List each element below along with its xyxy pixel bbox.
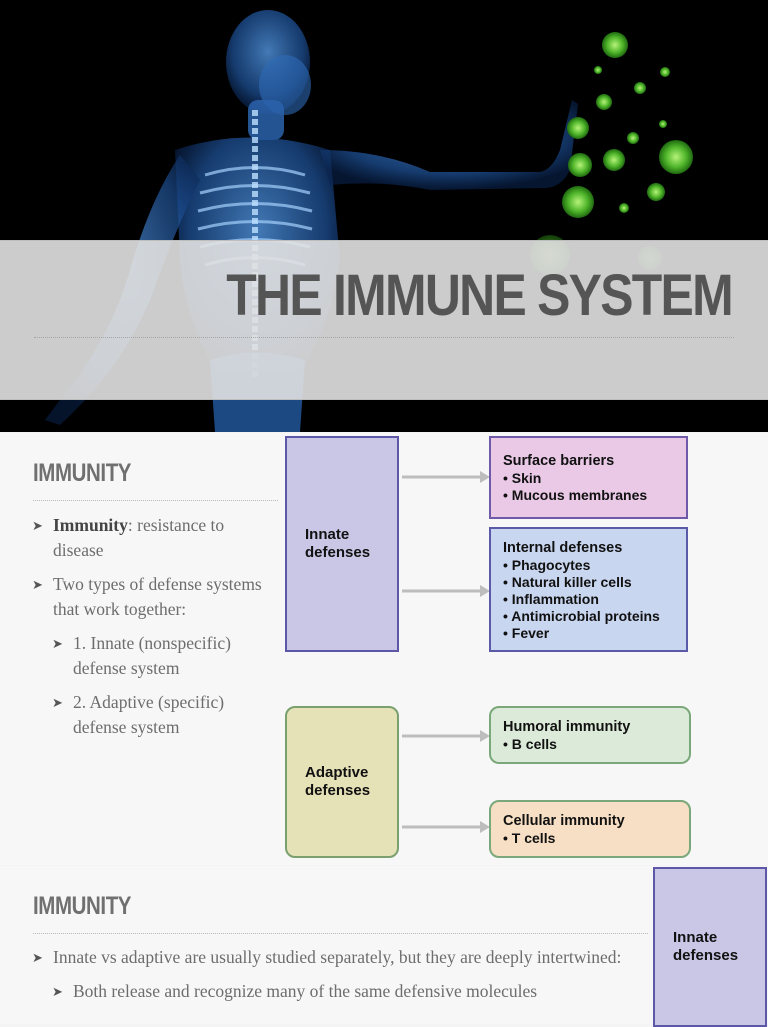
adaptive-defenses-label: Adaptive defenses [305, 764, 371, 799]
title-divider [34, 337, 734, 338]
internal-defenses-box: Internal defenses • Phagocytes • Natural… [489, 527, 688, 652]
heading-divider [33, 933, 648, 934]
sub-bullet-item: ➤ 2. Adaptive (specific) defense system [52, 690, 267, 740]
bullet-list: ➤ Innate vs adaptive are usually studied… [32, 945, 622, 1013]
sub-bullet-item: ➤ 1. Innate (nonspecific) defense system [52, 631, 267, 681]
bullet-arrow-icon: ➤ [32, 950, 43, 965]
internal-defenses-item: • Phagocytes [503, 557, 591, 573]
surface-barriers-box: Surface barriers • Skin • Mucous membran… [489, 436, 688, 519]
bullet-arrow-icon: ➤ [32, 577, 43, 592]
surface-barriers-title: Surface barriers [503, 453, 615, 469]
section-heading: IMMUNITY [33, 459, 132, 487]
extended-arm-shape [320, 100, 578, 190]
internal-defenses-item: • Natural killer cells [503, 574, 632, 590]
bullet-item: ➤ Innate vs adaptive are usually studied… [32, 945, 622, 970]
bullet-term: Immunity [53, 515, 128, 535]
cellular-immunity-item: • T cells [503, 830, 556, 846]
virus-particles [530, 32, 693, 275]
bullet-item: ➤ Two types of defense systems that work… [32, 572, 267, 622]
surface-barriers-item: • Skin [503, 470, 542, 486]
internal-defenses-item: • Antimicrobial proteins [503, 608, 660, 624]
innate-defenses-box: Innate defenses [653, 867, 767, 1027]
bullet-arrow-icon: ➤ [32, 518, 43, 533]
innate-defenses-box: Innate defenses [285, 436, 399, 652]
bullet-list: ➤ Immunity: resistance to disease ➤ Two … [32, 513, 267, 749]
immunity-slide: IMMUNITY ➤ Immunity: resistance to disea… [0, 433, 768, 865]
internal-defenses-item: • Fever [503, 625, 550, 641]
bullet-item: ➤ Immunity: resistance to disease [32, 513, 267, 563]
bullet-text: : resistance to disease [53, 515, 225, 560]
section-heading: IMMUNITY [33, 892, 132, 920]
cellular-immunity-title: Cellular immunity [503, 813, 625, 829]
bullet-text: 2. Adaptive (specific) defense system [73, 692, 225, 737]
bullet-text: 1. Innate (nonspecific) defense system [73, 633, 231, 678]
title-band [0, 240, 768, 400]
bullet-arrow-icon: ➤ [52, 984, 63, 999]
bullet-text: Two types of defense systems that work t… [53, 574, 262, 619]
bullet-arrow-icon: ➤ [52, 695, 63, 710]
cellular-immunity-box: Cellular immunity • T cells [489, 800, 691, 858]
title-slide: THE IMMUNE SYSTEM [0, 0, 768, 432]
immunity-slide-2: IMMUNITY ➤ Innate vs adaptive are usuall… [0, 866, 768, 1027]
slide-title: THE IMMUNE SYSTEM [226, 263, 733, 328]
humoral-immunity-title: Humoral immunity [503, 719, 631, 735]
sub-bullet-item: ➤ Both release and recognize many of the… [52, 979, 622, 1004]
humoral-immunity-item: • B cells [503, 736, 557, 752]
adaptive-defenses-box: Adaptive defenses [285, 706, 399, 858]
surface-barriers-item: • Mucous membranes [503, 487, 648, 503]
bullet-arrow-icon: ➤ [52, 636, 63, 651]
bullet-text: Innate vs adaptive are usually studied s… [53, 947, 622, 967]
innate-defenses-label: Innate defenses [673, 929, 739, 964]
internal-defenses-title: Internal defenses [503, 540, 623, 556]
innate-defenses-label: Innate defenses [305, 526, 371, 561]
bullet-text: Both release and recognize many of the s… [73, 981, 538, 1001]
diagram-arrows [402, 471, 490, 833]
humoral-immunity-box: Humoral immunity • B cells [489, 706, 691, 764]
lowered-arm-shape [45, 155, 200, 425]
internal-defenses-item: • Inflammation [503, 591, 599, 607]
heading-divider [33, 500, 278, 501]
